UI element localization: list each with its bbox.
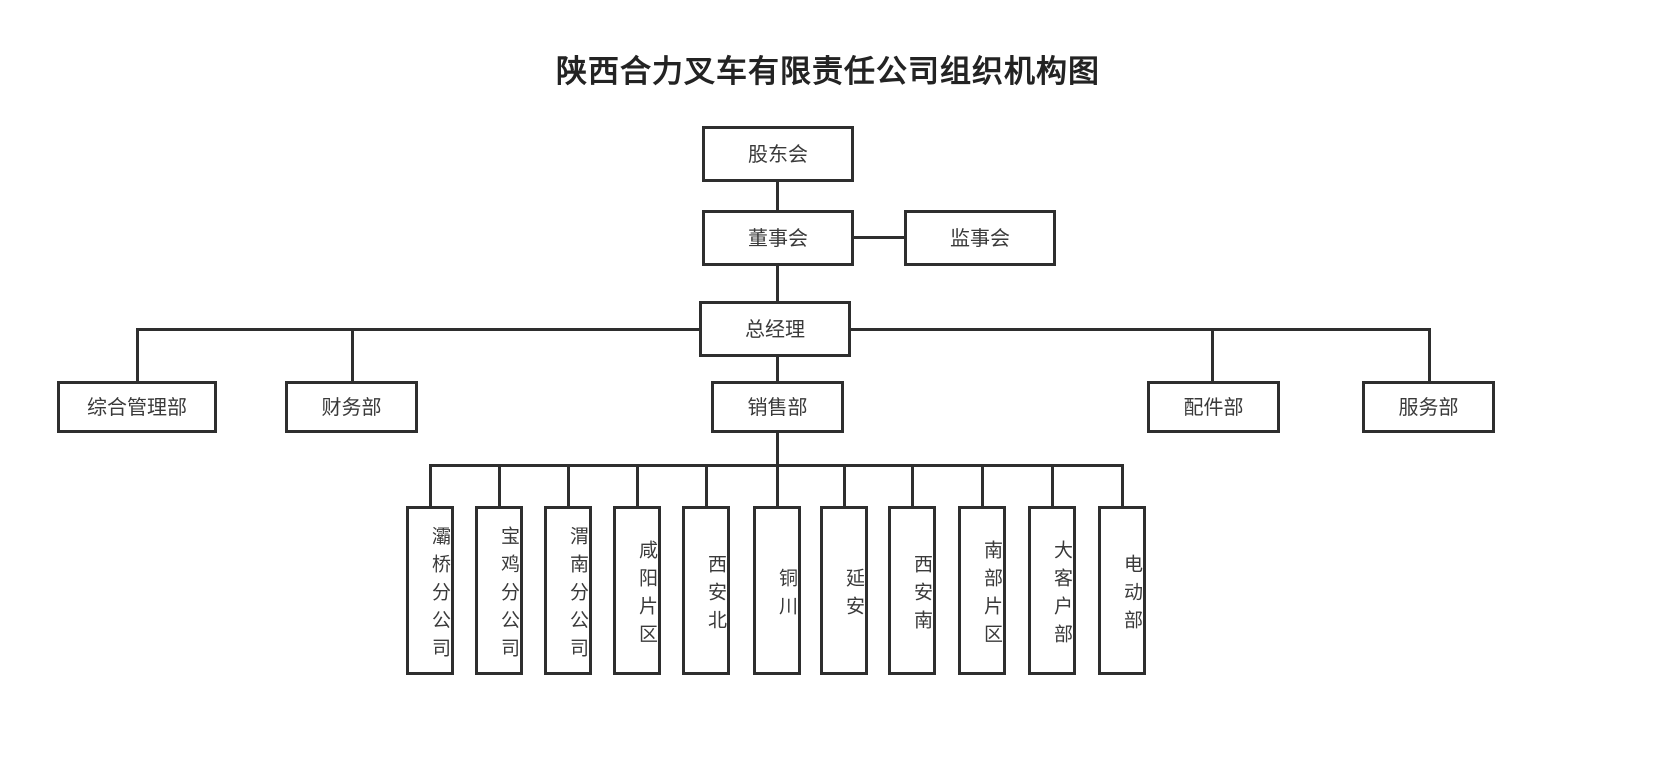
connector-branch-8 <box>981 464 984 507</box>
connector-dept-comprehensive <box>136 328 139 381</box>
page-title: 陕西合力叉车有限责任公司组织机构图 <box>556 54 1100 90</box>
department-sales[interactable]: 销售部 <box>711 381 844 433</box>
connector-branch-1 <box>498 464 501 507</box>
sales-branch-weinan[interactable]: 渭南分公司 <box>544 506 592 675</box>
department-bus-right <box>849 328 1431 331</box>
department-bus-left <box>136 328 701 331</box>
department-finance[interactable]: 财务部 <box>285 381 418 433</box>
connector-sales-to-subbus <box>776 433 779 465</box>
sales-branch-bachiao[interactable]: 灞桥分公司 <box>406 506 454 675</box>
connector-branch-4 <box>705 464 708 507</box>
sales-branch-yanan[interactable]: 延安 <box>820 506 868 675</box>
department-comprehensive-management[interactable]: 综合管理部 <box>57 381 217 433</box>
node-shareholders[interactable]: 股东会 <box>702 126 854 182</box>
connector-branch-3 <box>636 464 639 507</box>
sales-branch-xian-south[interactable]: 西安南 <box>888 506 936 675</box>
connector-branch-10 <box>1121 464 1124 507</box>
connector-dept-parts <box>1211 328 1214 381</box>
connector-branch-7 <box>911 464 914 507</box>
connector-board-supervisors <box>852 236 906 239</box>
connector-branch-2 <box>567 464 570 507</box>
sales-branch-south-district[interactable]: 南部片区 <box>958 506 1006 675</box>
sales-branch-xianyang-district[interactable]: 咸阳片区 <box>613 506 661 675</box>
department-parts[interactable]: 配件部 <box>1147 381 1280 433</box>
sales-branch-baoji[interactable]: 宝鸡分公司 <box>475 506 523 675</box>
node-general-manager[interactable]: 总经理 <box>699 301 851 357</box>
node-board-of-directors[interactable]: 董事会 <box>702 210 854 266</box>
connector-dept-service <box>1428 328 1431 381</box>
connector-dept-finance <box>351 328 354 381</box>
node-board-of-supervisors[interactable]: 监事会 <box>904 210 1056 266</box>
connector-branch-0 <box>429 464 432 507</box>
connector-branch-6 <box>843 464 846 507</box>
connector-dept-sales <box>776 357 779 381</box>
connector-branch-5 <box>776 464 779 507</box>
connector-branch-9 <box>1051 464 1054 507</box>
sales-branch-xian-north[interactable]: 西安北 <box>682 506 730 675</box>
department-service[interactable]: 服务部 <box>1362 381 1495 433</box>
sales-branch-electric[interactable]: 电动部 <box>1098 506 1146 675</box>
connector-board-general-manager <box>776 264 779 304</box>
connector-shareholders-board <box>776 180 779 212</box>
sales-branch-key-accounts[interactable]: 大客户部 <box>1028 506 1076 675</box>
sales-branch-tongchuan[interactable]: 铜川 <box>753 506 801 675</box>
